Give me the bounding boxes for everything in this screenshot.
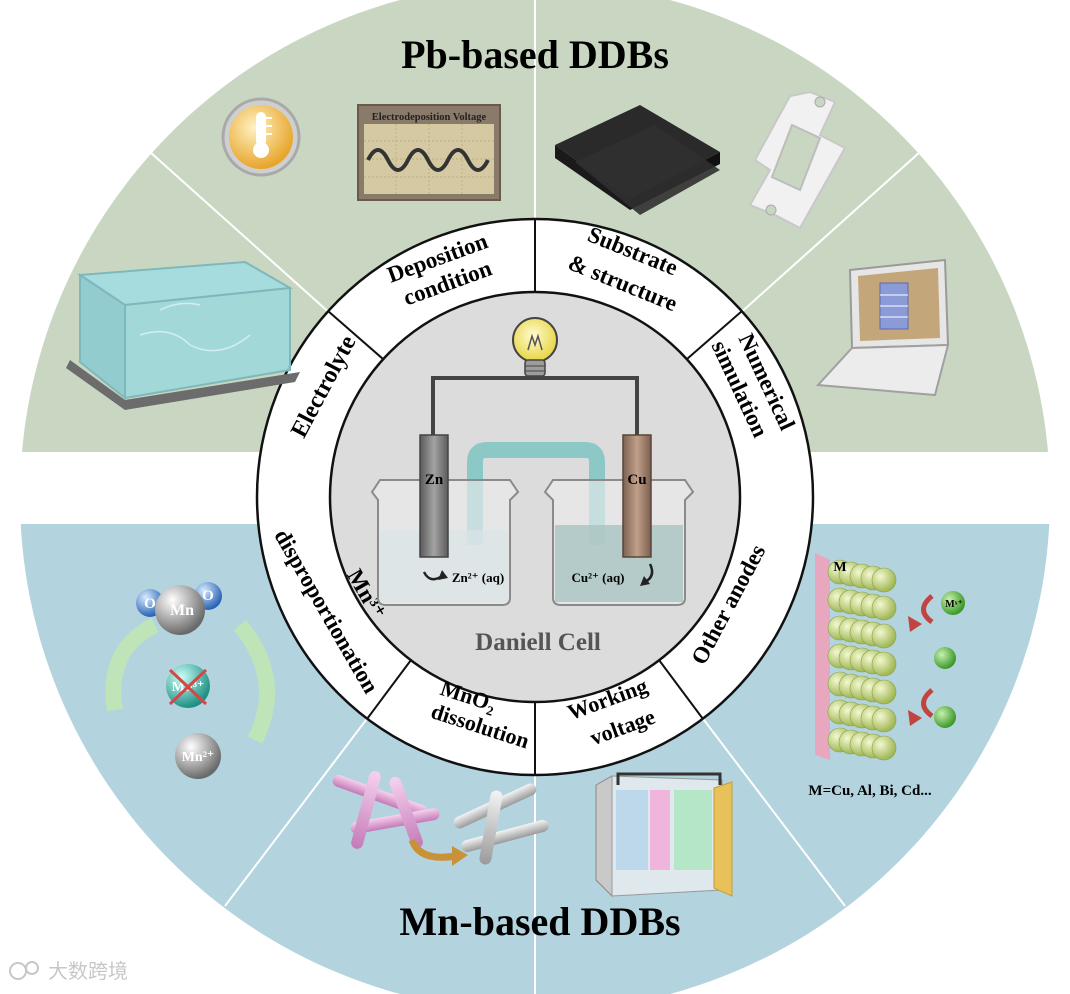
mn-title: Mn-based DDBs: [399, 899, 680, 944]
anode-sphere: [871, 735, 897, 761]
light-bulb-icon: [512, 317, 558, 377]
anode-sphere: [871, 651, 897, 677]
o-left-label: O: [144, 596, 156, 612]
voltage-title: Electrodeposition Voltage: [372, 112, 487, 123]
pb-title: Pb-based DDBs: [401, 32, 669, 77]
cu-label: Cu: [627, 472, 646, 488]
wire: [431, 376, 639, 440]
ring-dividers: [327, 219, 743, 775]
anode-sphere: [871, 595, 897, 621]
anode-m-label: M: [833, 560, 846, 575]
mn2-ball-label: Mn²⁺: [182, 750, 215, 765]
anode-mion-label: Mˣ⁺: [945, 599, 963, 610]
substrate-frame: [748, 90, 847, 230]
return-arrow-icon: [921, 594, 934, 625]
zinc-electrode: [419, 434, 449, 558]
other-anodes-panel: M Mˣ⁺ M=Cu, Al, Bi, Cd...: [808, 553, 965, 799]
copper-electrode: [622, 434, 652, 558]
zn-label: Zn: [425, 472, 444, 488]
daniell-cell: Zn Cu Zn²⁺ (aq) Cu²⁺ (aq) Daniell Cell: [370, 317, 695, 656]
dissolution-arrow-icon: [408, 838, 456, 861]
cycle-arrow-left-icon: [105, 617, 159, 712]
laptop-icon: [815, 258, 950, 397]
right-beaker: [543, 479, 695, 606]
anode-caption: M=Cu, Al, Bi, Cd...: [808, 783, 931, 799]
cycle-arrow-right-icon: [233, 619, 275, 744]
salt-bridge: [467, 442, 605, 545]
voltage-panel: Electrodeposition Voltage: [357, 104, 501, 201]
anode-sphere: [871, 679, 897, 705]
o-right-label: O: [202, 588, 214, 604]
watermark: 大数跨境: [9, 959, 128, 983]
carbon-felt-substrate: [555, 105, 720, 215]
anode-sphere: [871, 707, 897, 733]
cu-ion-label: Cu²⁺ (aq): [571, 570, 624, 585]
mn-cycle-panel: O O Mn Mn³⁺ Mn²⁺: [105, 582, 275, 779]
anode-sphere: [871, 567, 897, 593]
thermometer-icon: [221, 97, 301, 177]
mn-molecule-label: Mn: [170, 602, 194, 619]
mno2-rods: [332, 771, 549, 866]
electrolyte-tank: [66, 260, 300, 410]
daniell-cell-label: Daniell Cell: [475, 629, 601, 656]
zn-ion-label: Zn²⁺ (aq): [452, 570, 504, 585]
anode-sphere: [871, 623, 897, 649]
watermark-text: 大数跨境: [48, 959, 128, 983]
working-voltage-cell: [595, 772, 733, 898]
